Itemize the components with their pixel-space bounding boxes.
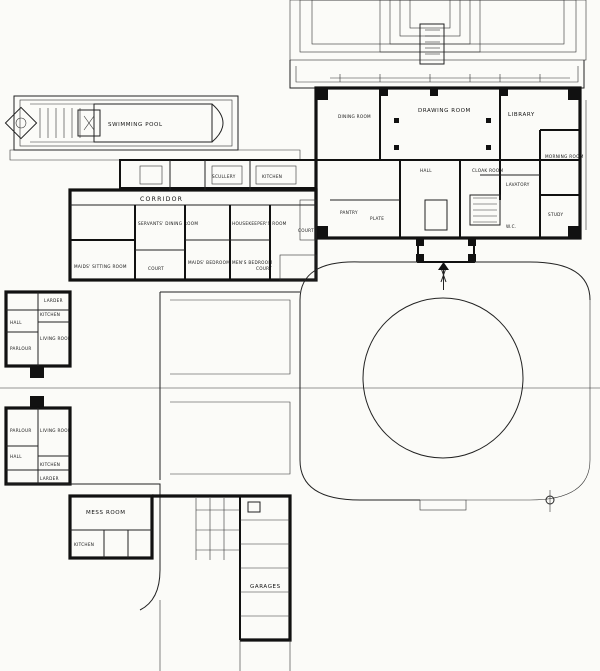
plate-label: PLATE [370, 216, 384, 221]
main-house: DINING ROOM DRAWING ROOM LIBRARY MORNING… [314, 74, 587, 290]
servants-dining-label: SERVANTS' DINING ROOM [138, 221, 198, 226]
service-wing: CORRIDOR KITCHEN SCULLERY SERVANTS' DINI… [68, 159, 318, 282]
swimming-pool-label: SWIMMING POOL [108, 122, 163, 128]
drawing-room-label: DRAWING ROOM [418, 108, 471, 114]
mens-bedroom-label: MEN'S BEDROOM [232, 260, 272, 265]
terrace-steps [289, 0, 587, 89]
scullery-label: SCULLERY [212, 174, 236, 179]
garages-label: GARAGES [250, 584, 281, 590]
dining-room-label: DINING ROOM [338, 114, 371, 119]
lodge-top-kitchen-label: KITCHEN [40, 312, 60, 317]
study-label: STUDY [548, 212, 563, 217]
wc-label: W.C. [506, 224, 516, 229]
morning-room-label: MORNING ROOM [545, 154, 584, 159]
court-mid-label: COURT [256, 266, 272, 271]
library-label: LIBRARY [508, 112, 535, 118]
lodge-top-living-label: LIVING ROOM [40, 336, 72, 341]
pantry-label: PANTRY [340, 210, 358, 215]
lodge-top-hall-label: HALL [10, 320, 22, 325]
lodge-top-larder-label: LARDER [44, 298, 63, 303]
housekeepers-room-label: HOUSEKEEPER'S ROOM [232, 221, 287, 226]
lodge-bottom-kitchen-label: KITCHEN [40, 462, 60, 467]
lavatory-label: LAVATORY [506, 182, 530, 187]
lodge-bottom-living-label: LIVING ROOM [40, 428, 72, 433]
kitchen-label: KITCHEN [262, 174, 282, 179]
mess-kitchen-label: KITCHEN [74, 542, 94, 547]
hall-label: HALL [420, 168, 432, 173]
cloak-room-label: CLOAK ROOM [472, 168, 503, 173]
maids-bedroom-label: MAIDS' BEDROOM [188, 260, 230, 265]
swimming-pool-area: SWIMMING POOL [4, 95, 301, 161]
maids-sitting-room-label: MAIDS' SITTING ROOM [74, 264, 127, 269]
lodge-bottom-parlour-label: PARLOUR [10, 428, 32, 433]
forecourt [0, 261, 600, 512]
lodge-top-parlour-label: PARLOUR [10, 346, 32, 351]
court-left-label: COURT [148, 266, 164, 271]
mess-room-label: MESS ROOM [86, 510, 126, 516]
lodge-bottom: PARLOUR LIVING ROOM HALL KITCHEN LARDER [4, 396, 161, 611]
corridor-label: CORRIDOR [140, 196, 183, 203]
lodge-bottom-hall-label: HALL [10, 454, 22, 459]
lodge-bottom-larder-label: LARDER [40, 476, 59, 481]
court-right-label: COURT [298, 228, 314, 233]
mess-and-garages: MESS ROOM KITCHEN GARAGES [68, 494, 292, 671]
lodge-top: LARDER KITCHEN HALL LIVING ROOM PARLOUR [4, 290, 72, 378]
